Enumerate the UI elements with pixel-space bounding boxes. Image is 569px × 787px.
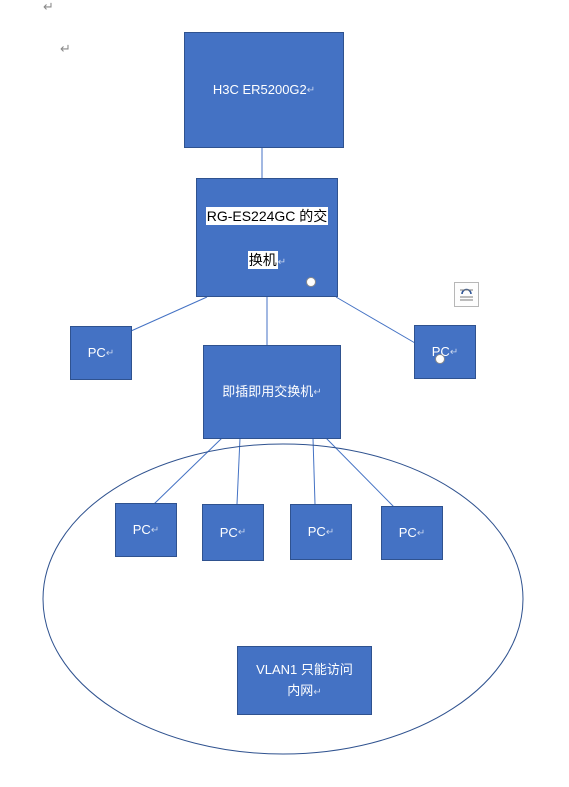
- switch-to-pc-left-line: [130, 296, 208, 332]
- paragraph-mark: ↵: [313, 686, 322, 698]
- plug-switch-to-pc4-line: [325, 437, 395, 508]
- vlan-note-line1: VLAN1 只能访问: [256, 662, 353, 678]
- vlan1-ellipse[interactable]: [42, 443, 524, 755]
- core-switch-node[interactable]: RG-ES224GC 的交 换机↵: [196, 178, 338, 297]
- pc-4-node[interactable]: PC↵: [381, 506, 443, 560]
- core-switch-label-line1: RG-ES224GC 的交: [205, 207, 329, 225]
- paragraph-mark: ↵: [416, 527, 426, 539]
- pc-label: PC: [219, 524, 238, 540]
- paragraph-mark: ↵: [313, 386, 322, 398]
- pc-3-node[interactable]: PC↵: [290, 504, 352, 560]
- pc-label: PC: [398, 525, 417, 541]
- plug-switch-to-pc3-line: [312, 437, 316, 505]
- vlan-note-node[interactable]: VLAN1 只能访问 内网↵: [237, 646, 372, 715]
- pc-left-node[interactable]: PC↵: [70, 326, 132, 380]
- pc-label: PC: [132, 522, 151, 538]
- resize-handle-icon[interactable]: [435, 354, 445, 364]
- pc-2-node[interactable]: PC↵: [202, 504, 264, 561]
- paragraph-mark: ↵: [150, 524, 160, 536]
- paragraph-mark: ↵: [105, 347, 115, 359]
- vlan-note-line2: 内网: [287, 682, 314, 698]
- paragraph-mark: ↵: [237, 527, 247, 538]
- paragraph-mark: ↵: [277, 257, 287, 268]
- paragraph-mark: ↵: [60, 41, 71, 56]
- pc-label: PC: [87, 345, 106, 361]
- paragraph-mark: ↵: [325, 526, 335, 538]
- plug-switch-to-pc1-line: [153, 437, 223, 505]
- plug-switch-node[interactable]: 即插即用交换机↵: [203, 345, 341, 439]
- switch-to-pc-right-line: [335, 296, 416, 344]
- pc-1-node[interactable]: PC↵: [115, 503, 177, 557]
- router-label: H3C ER5200G2: [212, 82, 307, 98]
- layout-options-glyph: [460, 288, 473, 301]
- paragraph-mark: ↵: [306, 84, 316, 96]
- paragraph-mark: ↵: [449, 346, 459, 358]
- pc-right-node[interactable]: PC↵: [414, 325, 476, 379]
- router-node[interactable]: H3C ER5200G2↵: [184, 32, 344, 148]
- pc-label: PC: [307, 524, 326, 540]
- plug-switch-label: 即插即用交换机: [222, 384, 314, 400]
- plug-switch-to-pc2-line: [236, 437, 241, 505]
- resize-handle-icon[interactable]: [306, 277, 316, 287]
- layout-options-icon[interactable]: [454, 282, 479, 307]
- core-switch-label-line2: 换机: [247, 251, 278, 269]
- paragraph-mark: ↵: [43, 0, 54, 14]
